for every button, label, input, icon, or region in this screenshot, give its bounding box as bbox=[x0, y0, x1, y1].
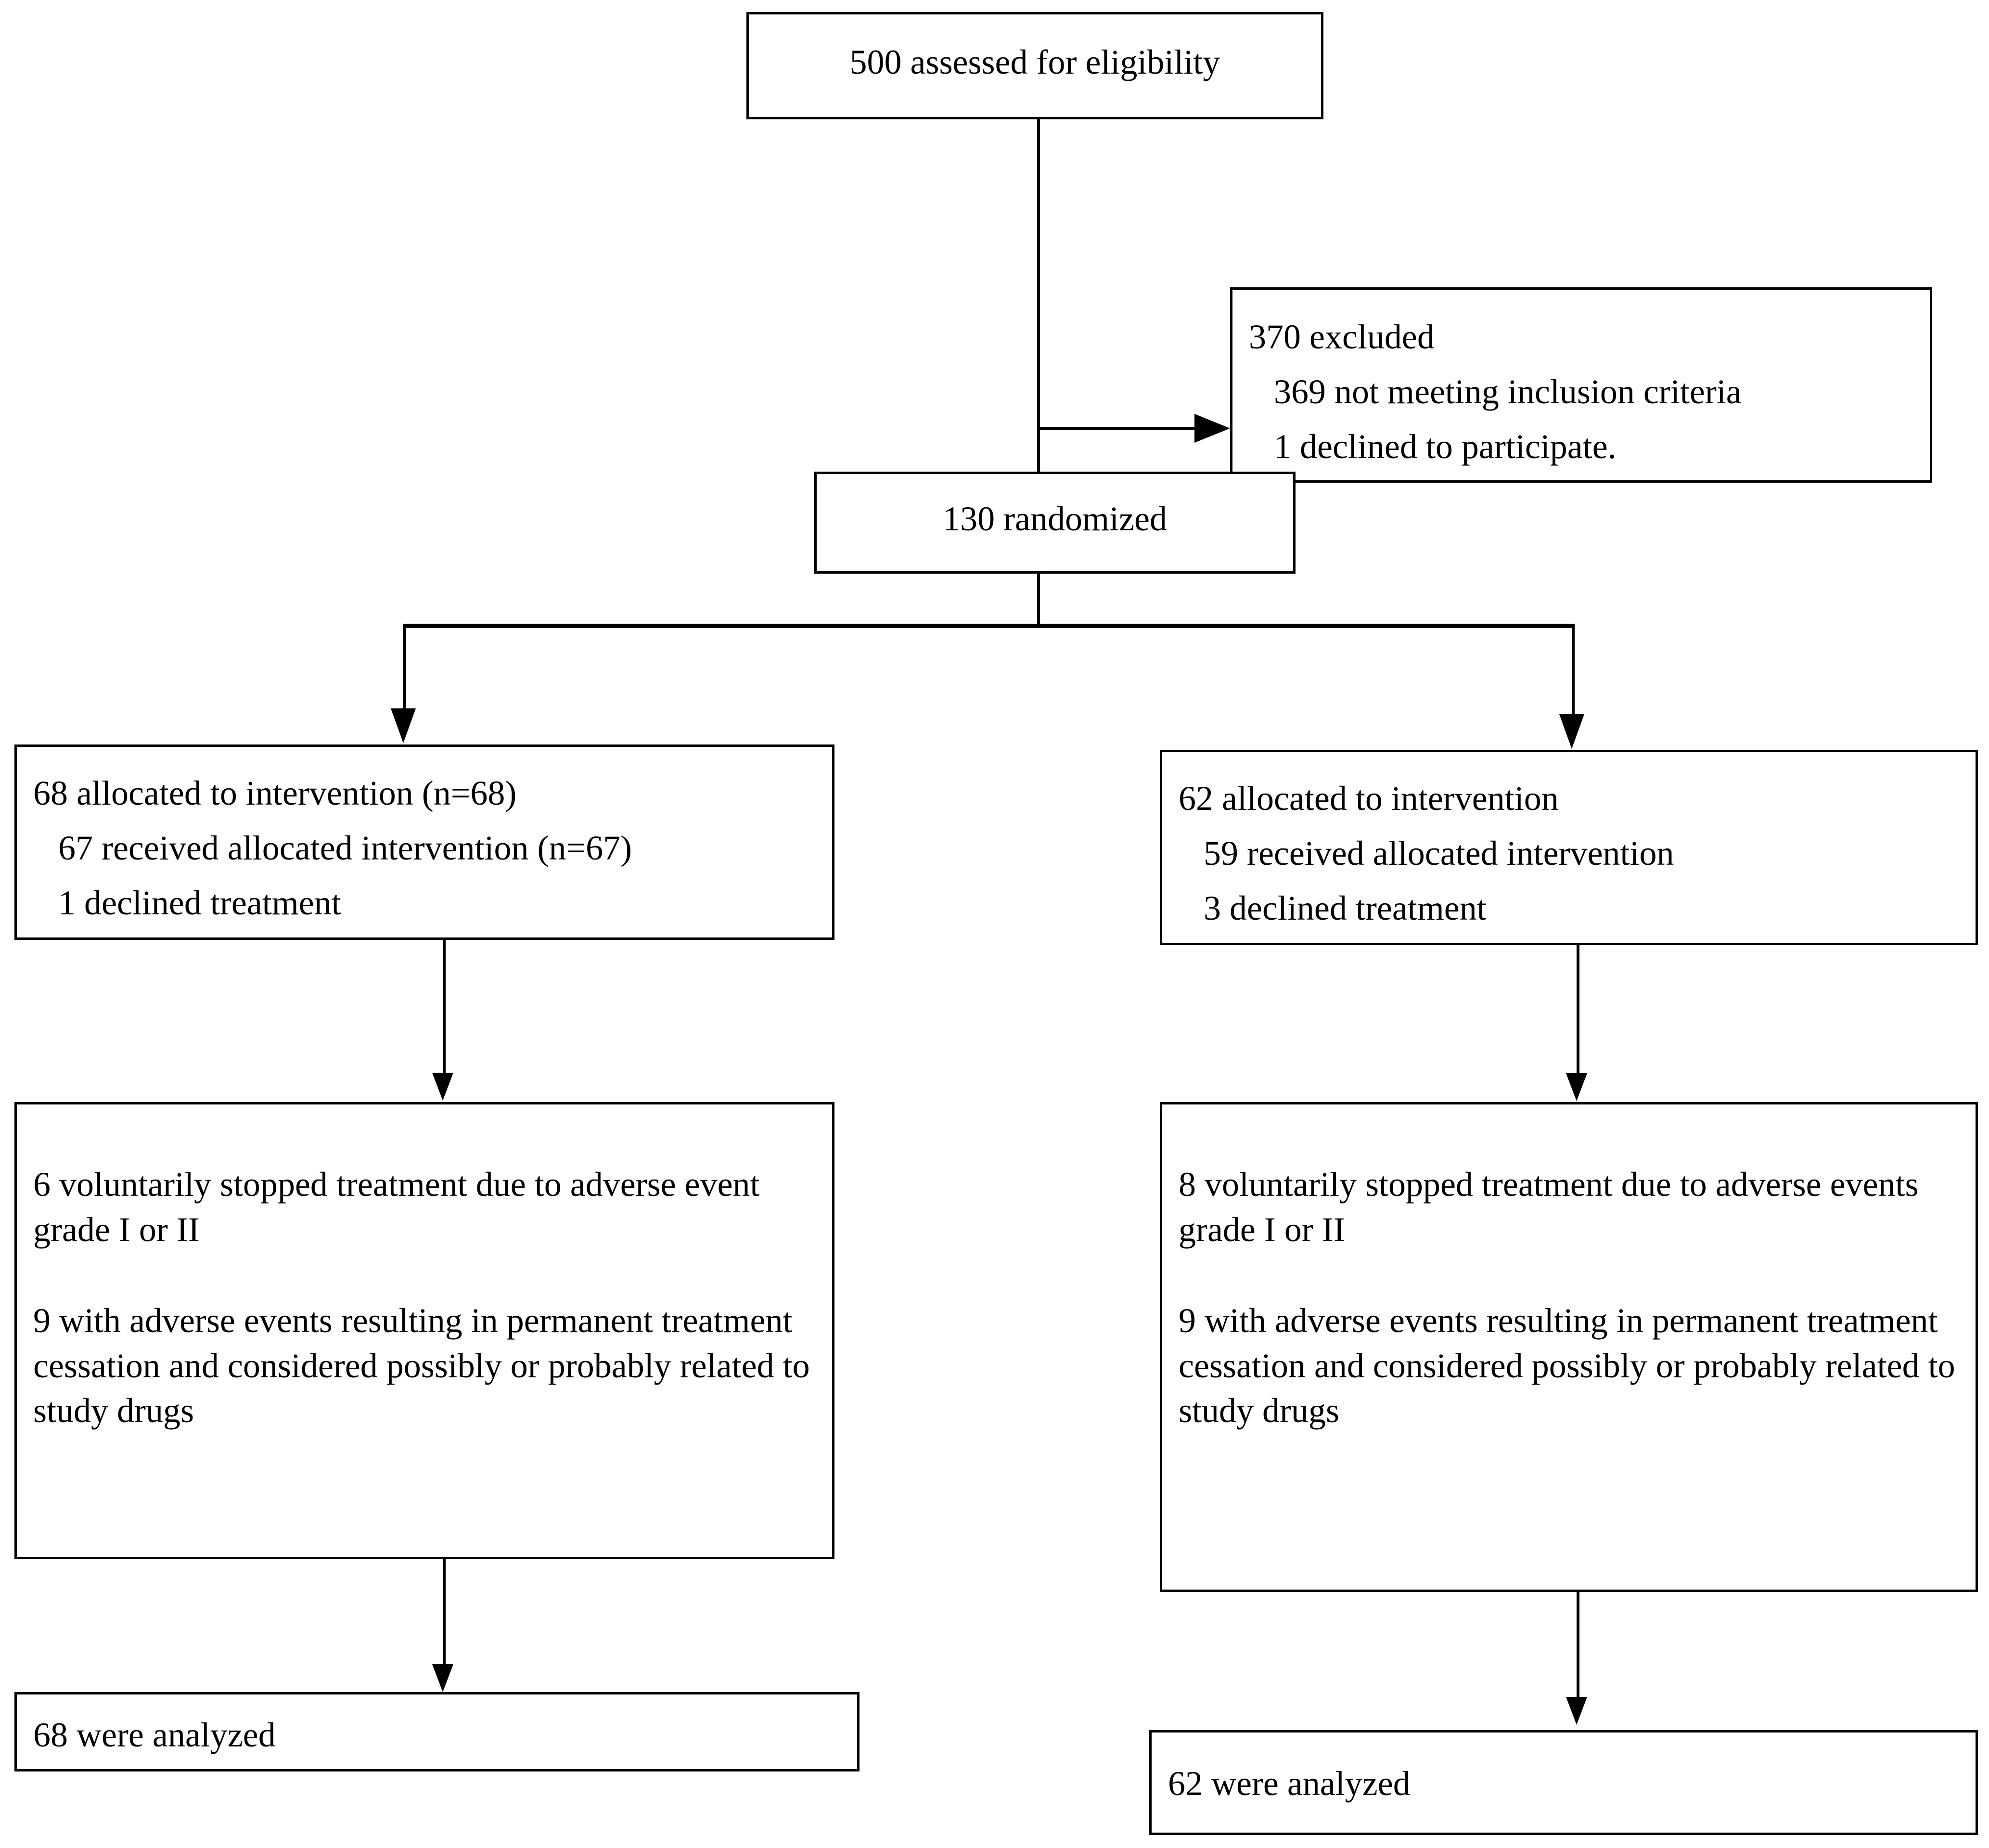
analyzed-left-text: 68 were analyzed bbox=[17, 1713, 857, 1758]
node-allocation-right: 62 allocated to intervention 59 received… bbox=[1160, 750, 1978, 945]
randomized-text: 130 randomized bbox=[817, 499, 1293, 539]
allocation-right-line-0: 62 allocated to intervention bbox=[1179, 779, 1559, 818]
node-randomized: 130 randomized bbox=[814, 472, 1296, 574]
connector-to-excluded-arrowhead bbox=[1194, 414, 1230, 443]
excluded-text: 370 excluded 369 not meeting inclusion c… bbox=[1232, 310, 1930, 474]
adverse-right-text: 8 voluntarily stopped treatment due to a… bbox=[1162, 1162, 1976, 1434]
excluded-reason-0: 369 not meeting inclusion criteria bbox=[1274, 372, 1742, 411]
connector-allocation-split-bar bbox=[403, 624, 1575, 628]
node-adverse-events-left: 6 voluntarily stopped treatment due to a… bbox=[14, 1102, 834, 1559]
node-analyzed-left: 68 were analyzed bbox=[14, 1692, 860, 1771]
connector-right-allocation-arrowhead bbox=[1566, 1073, 1587, 1101]
node-excluded: 370 excluded 369 not meeting inclusion c… bbox=[1230, 287, 1932, 483]
connector-split-right-drop bbox=[1572, 624, 1575, 716]
connector-left-adverse-arrowhead bbox=[432, 1664, 453, 1692]
adverse-left-paragraph-2: 9 with adverse events resulting in perma… bbox=[33, 1301, 810, 1430]
connector-right-adverse-arrowhead bbox=[1566, 1697, 1587, 1725]
connector-right-allocation-to-adverse bbox=[1577, 945, 1579, 1075]
allocation-left-text: 68 allocated to intervention (n=68) 67 r… bbox=[17, 766, 832, 930]
connector-left-allocation-to-adverse bbox=[443, 940, 446, 1075]
adverse-left-paragraph-1: 6 voluntarily stopped treatment due to a… bbox=[33, 1165, 760, 1249]
allocation-left-line-1: 67 received allocated intervention (n=67… bbox=[58, 828, 632, 867]
connector-split-right-arrowhead bbox=[1559, 714, 1584, 749]
analyzed-right-text: 62 were analyzed bbox=[1152, 1761, 1976, 1807]
excluded-reason-1: 1 declined to participate. bbox=[1274, 427, 1617, 466]
connector-right-adverse-to-analyzed bbox=[1577, 1592, 1579, 1699]
connector-left-allocation-arrowhead bbox=[432, 1073, 453, 1101]
adverse-right-paragraph-2: 9 with adverse events resulting in perma… bbox=[1179, 1301, 1955, 1430]
randomized-label: 130 randomized bbox=[943, 500, 1167, 538]
allocation-left-line-2: 1 declined treatment bbox=[58, 883, 341, 922]
allocation-right-line-1: 59 received allocated intervention bbox=[1204, 834, 1674, 873]
connector-split-left-arrowhead bbox=[391, 708, 416, 743]
allocation-right-text: 62 allocated to intervention 59 received… bbox=[1162, 771, 1976, 936]
allocation-left-line-0: 68 allocated to intervention (n=68) bbox=[33, 774, 517, 812]
node-adverse-events-right: 8 voluntarily stopped treatment due to a… bbox=[1160, 1102, 1978, 1592]
connector-to-excluded-line bbox=[1037, 427, 1196, 430]
adverse-right-paragraph-1: 8 voluntarily stopped treatment due to a… bbox=[1179, 1165, 1919, 1249]
allocation-right-line-2: 3 declined treatment bbox=[1204, 888, 1487, 927]
connector-assessed-to-randomized bbox=[1037, 119, 1040, 472]
assessed-text: 500 assessed for eligibility bbox=[749, 42, 1321, 82]
assessed-label: 500 assessed for eligibility bbox=[849, 43, 1220, 81]
analyzed-right-label: 62 were analyzed bbox=[1168, 1764, 1411, 1803]
node-allocation-left: 68 allocated to intervention (n=68) 67 r… bbox=[14, 744, 834, 940]
analyzed-left-label: 68 were analyzed bbox=[33, 1716, 276, 1754]
connector-randomized-stem bbox=[1037, 574, 1040, 627]
connector-split-left-drop bbox=[403, 624, 406, 710]
excluded-heading: 370 excluded bbox=[1249, 318, 1435, 356]
node-assessed-for-eligibility: 500 assessed for eligibility bbox=[746, 12, 1323, 119]
node-analyzed-right: 62 were analyzed bbox=[1149, 1730, 1978, 1835]
connector-left-adverse-to-analyzed bbox=[443, 1559, 446, 1666]
adverse-left-text: 6 voluntarily stopped treatment due to a… bbox=[17, 1162, 832, 1434]
